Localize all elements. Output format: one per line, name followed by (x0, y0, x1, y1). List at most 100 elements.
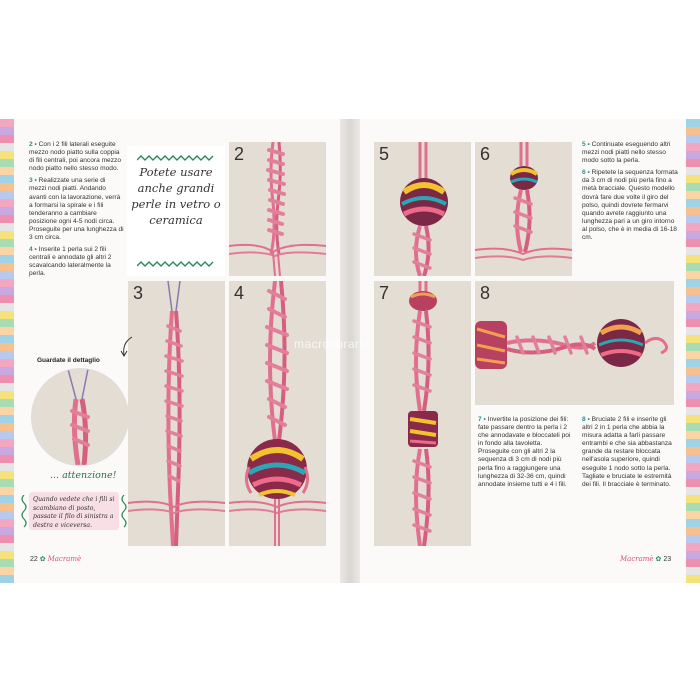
color-stripe (0, 319, 14, 327)
color-stripe (0, 447, 14, 455)
color-stripe (0, 287, 14, 295)
color-stripe (686, 127, 700, 135)
color-stripe (686, 383, 700, 391)
color-stripe (0, 311, 14, 319)
color-stripe (0, 199, 14, 207)
color-stripe (0, 343, 14, 351)
color-stripe (0, 567, 14, 575)
photo-number-7: 7 (379, 283, 390, 303)
color-stripe (0, 335, 14, 343)
callout-text: Potete usare anche grandi perle in vetro… (131, 165, 221, 227)
color-stripe (0, 143, 14, 151)
color-stripe (0, 535, 14, 543)
photo-number-8: 8 (480, 283, 491, 303)
color-stripe (0, 167, 14, 175)
color-stripe (0, 407, 14, 415)
color-stripe (0, 359, 14, 367)
color-stripe (686, 119, 700, 127)
color-stripe (686, 271, 700, 279)
photo-number-4: 4 (234, 283, 245, 303)
color-stripe (686, 215, 700, 223)
color-stripe (0, 551, 14, 559)
color-stripe (686, 359, 700, 367)
color-stripe (686, 375, 700, 383)
color-stripe (0, 511, 14, 519)
color-stripe (686, 503, 700, 511)
photo-step-8: 8 (475, 281, 674, 405)
step-8-text: 8 • Bruciate 2 fili e inserite gli altri… (582, 416, 672, 488)
brand-left: Macramè (47, 555, 82, 563)
color-stripe (0, 223, 14, 231)
warning-box: Quando vedete che i fili si scambiano di… (29, 492, 119, 530)
zigzag-top-icon (137, 155, 214, 161)
color-stripe (686, 399, 700, 407)
color-stripe (686, 567, 700, 575)
color-stripe (0, 151, 14, 159)
color-stripe (686, 263, 700, 271)
color-stripe (686, 247, 700, 255)
color-stripe (686, 575, 700, 583)
color-stripe (686, 423, 700, 431)
color-stripe (0, 135, 14, 143)
color-stripe (686, 415, 700, 423)
color-stripe (686, 527, 700, 535)
color-stripe (686, 447, 700, 455)
color-stripe (686, 351, 700, 359)
color-stripe (686, 199, 700, 207)
color-stripe (0, 247, 14, 255)
color-stripe (0, 479, 14, 487)
color-stripe (0, 439, 14, 447)
color-stripe (0, 239, 14, 247)
tip-callout: Potete usare anche grandi perle in vetro… (127, 146, 225, 276)
color-stripe (686, 407, 700, 415)
color-stripe (686, 143, 700, 151)
step-7-text: 7 • Invertite la posizione dei fili: fat… (478, 416, 571, 488)
step-3: 3 • Realizzate una serie di mezzi nodi p… (29, 177, 124, 242)
color-stripe (686, 311, 700, 319)
color-stripe (0, 303, 14, 311)
page-number-left: 22 (30, 556, 38, 563)
color-stripe (686, 167, 700, 175)
book-gutter (340, 119, 360, 583)
color-stripe (0, 295, 14, 303)
color-stripe (686, 135, 700, 143)
left-footer: 22 ✿ Macramè (30, 555, 82, 563)
color-stripe (686, 487, 700, 495)
photo-step-7: 7 (374, 281, 471, 546)
color-stripe (0, 159, 14, 167)
color-stripe (686, 303, 700, 311)
color-stripe (686, 279, 700, 287)
warning-text: Quando vedete che i fili si scambiano di… (33, 496, 115, 529)
color-stripe (0, 471, 14, 479)
color-stripe (0, 527, 14, 535)
detail-circle-photo (31, 368, 129, 466)
color-stripe (686, 343, 700, 351)
detail-label: Guardate il dettaglio (37, 357, 100, 364)
color-stripe (0, 519, 14, 527)
photo-number-5: 5 (379, 144, 390, 164)
photo-number-6: 6 (480, 144, 491, 164)
color-stripe (0, 383, 14, 391)
color-stripe (0, 279, 14, 287)
color-stripe (686, 207, 700, 215)
step-2: 2 • Con i 2 fili laterali eseguite mezzo… (29, 141, 121, 173)
color-stripe (686, 239, 700, 247)
color-stripe (0, 543, 14, 551)
color-stripe (686, 519, 700, 527)
color-stripe (686, 455, 700, 463)
photo-step-3: 3 (128, 281, 225, 546)
color-stripe (0, 487, 14, 495)
color-stripe (0, 503, 14, 511)
color-stripe (686, 335, 700, 343)
color-stripe (0, 455, 14, 463)
color-stripe (686, 511, 700, 519)
right-instructions-top: 5 • Continuate eseguendo altri mezzi nod… (582, 141, 678, 246)
page-number-right: 23 (663, 556, 672, 563)
color-stripe (686, 183, 700, 191)
color-stripe (686, 495, 700, 503)
color-stripe (0, 559, 14, 567)
left-squiggle-icon (21, 495, 27, 528)
color-stripe (686, 231, 700, 239)
color-stripe (0, 351, 14, 359)
color-stripe (0, 367, 14, 375)
